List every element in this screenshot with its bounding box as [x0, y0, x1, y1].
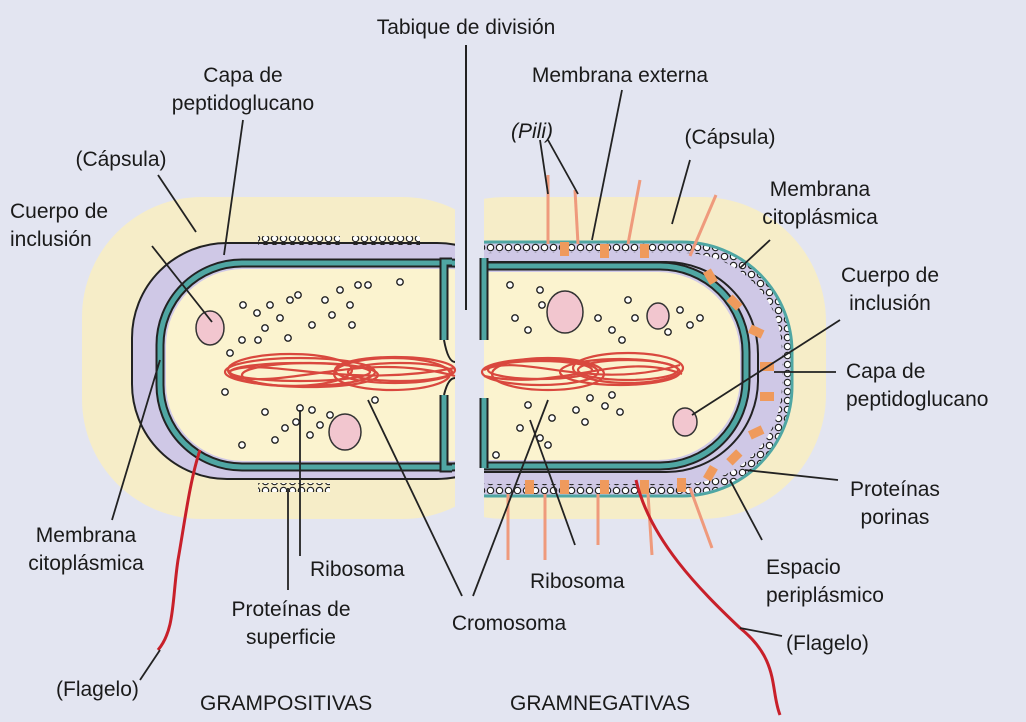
label-ribosome-right: Ribosoma: [530, 568, 650, 596]
surface-proteins-top: [258, 236, 340, 245]
label-septum: Tabique de división: [348, 14, 584, 42]
label-flagellum-left: (Flagelo): [56, 676, 176, 704]
label-peptidoglycan-right: Capa de peptidoglucano: [846, 358, 1026, 414]
label-periplasm: Espacio periplásmico: [766, 554, 926, 610]
label-peptidoglycan-left: Capa de peptidoglucano: [148, 62, 338, 118]
label-capsule-left: (Cápsula): [56, 146, 186, 174]
label-ribosome-left: Ribosoma: [310, 556, 430, 584]
label-capsule-right: (Cápsula): [670, 124, 790, 152]
label-pili: (Pili): [502, 118, 562, 146]
label-gram-positive: GRAMPOSITIVAS: [200, 690, 420, 718]
label-surface-proteins: Proteínas de superficie: [206, 596, 376, 652]
label-outer-membrane: Membrana externa: [510, 62, 730, 90]
surface-proteins-bottom: [258, 483, 330, 492]
label-chromosome: Cromosoma: [424, 610, 594, 638]
label-flagellum-right: (Flagelo): [786, 630, 906, 658]
label-cyto-membrane-left: Membrana citoplásmica: [6, 522, 166, 578]
label-cyto-membrane-right: Membrana citoplásmica: [740, 176, 900, 232]
label-gram-negative: GRAMNEGATIVAS: [510, 690, 740, 718]
label-porins: Proteínas porinas: [840, 476, 950, 532]
label-inclusion-left: Cuerpo de inclusión: [10, 198, 150, 254]
label-inclusion-right: Cuerpo de inclusión: [825, 262, 955, 318]
